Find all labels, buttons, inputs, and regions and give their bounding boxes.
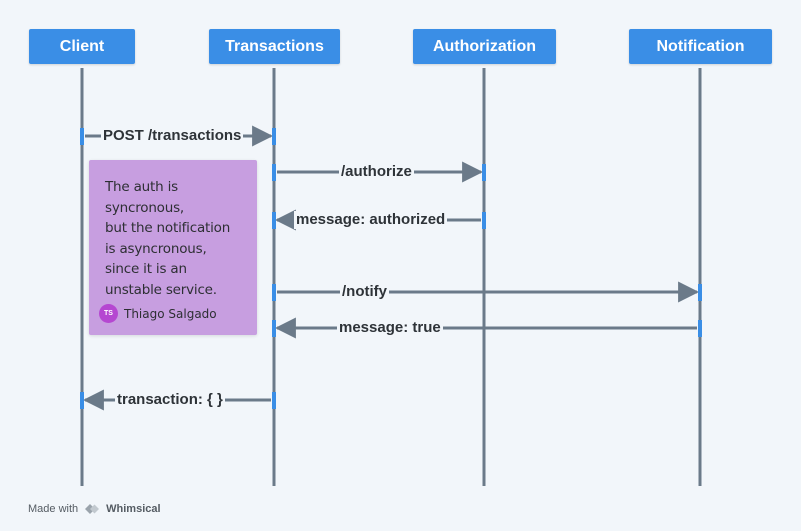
made-with-label: Made with (28, 503, 79, 515)
message-label-authorize[interactable]: /authorize (339, 163, 414, 181)
note-author: TS Thiago Salgado (99, 304, 217, 323)
actor-client[interactable]: Client (29, 29, 135, 64)
actor-authorization[interactable]: Authorization (413, 29, 556, 64)
activation-transactions-5 (272, 320, 276, 337)
actor-transactions[interactable]: Transactions (209, 29, 340, 64)
message-label-true[interactable]: message: true (337, 319, 443, 337)
message-label-transaction[interactable]: transaction: { } (115, 391, 225, 409)
activation-client-1 (80, 128, 84, 145)
activation-transactions-2 (272, 164, 276, 181)
actor-notification[interactable]: Notification (629, 29, 772, 64)
avatar: TS (99, 304, 118, 323)
made-with-footer[interactable]: Made with Whimsical (28, 503, 161, 515)
whimsical-logo-icon (85, 504, 100, 514)
activation-authorization-2 (482, 212, 486, 229)
brand-name: Whimsical (106, 503, 161, 515)
sticky-note[interactable]: The auth is syncronous, but the notifica… (89, 160, 257, 335)
message-label-notify[interactable]: /notify (340, 283, 389, 301)
activation-transactions-1 (272, 128, 276, 145)
activation-transactions-3 (272, 212, 276, 229)
activation-notification-1 (698, 284, 702, 301)
activation-authorization-1 (482, 164, 486, 181)
note-text: The auth is syncronous, but the notifica… (105, 179, 231, 298)
message-label-authorized[interactable]: message: authorized (294, 211, 448, 229)
activation-transactions-4 (272, 284, 276, 301)
activation-transactions-6 (272, 392, 276, 409)
message-label-post-transactions[interactable]: POST /transactions (101, 127, 244, 145)
activation-notification-2 (698, 320, 702, 337)
author-name: Thiago Salgado (124, 306, 217, 321)
activation-client-2 (80, 392, 84, 409)
